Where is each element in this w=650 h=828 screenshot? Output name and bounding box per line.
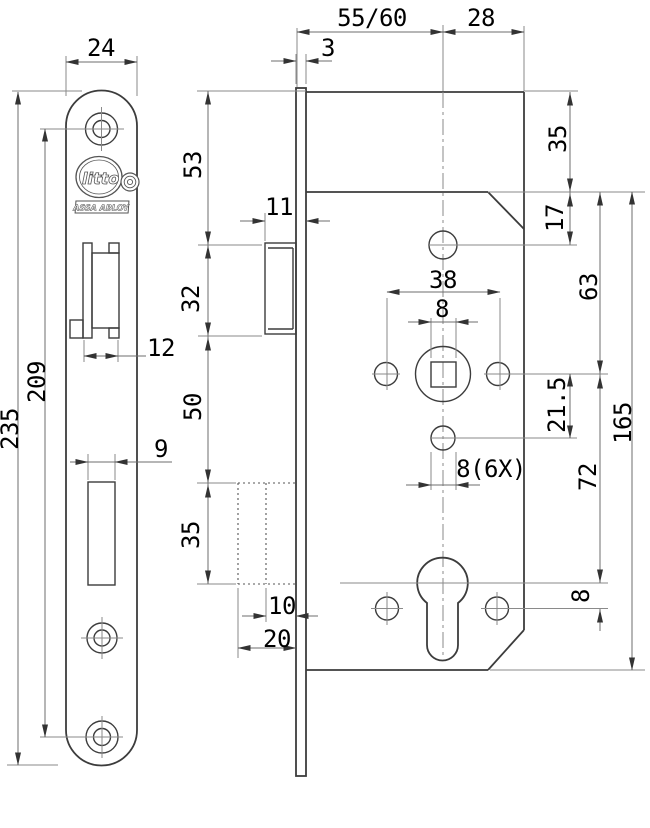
- spindle-square-hole: [430, 361, 457, 388]
- logo-text: litto: [82, 169, 119, 188]
- maker-banner: ASSA ABLOY: [72, 200, 130, 214]
- faceplate-front-view: [65, 89, 138, 767]
- dim-cylinder-hole-offset: 8: [567, 589, 595, 603]
- dim-case-behind: 28: [467, 4, 495, 32]
- dim-bolt-height: 35: [177, 521, 205, 549]
- dim-spindle-square: 8: [435, 295, 449, 323]
- dim-backset: 55/60: [337, 4, 407, 32]
- dim-latch-slot-width: 12: [147, 334, 175, 362]
- dim-top-to-latch: 53: [179, 151, 207, 179]
- dim-plate-height: 235: [0, 408, 24, 450]
- screw-hole-top: [79, 107, 124, 151]
- dim-plate-thickness: 3: [321, 34, 335, 62]
- dim-spindle-to-hole: 21.5: [543, 377, 571, 433]
- spindle-follower: [414, 345, 472, 403]
- deadbolt-thrown-dashed: [237, 482, 296, 585]
- dim-datum-to-spindle: 63: [575, 273, 603, 301]
- dim-latch-height: 32: [177, 285, 205, 313]
- dim-hole-diameter: 8(6X): [456, 455, 526, 483]
- screw-hole-bottom: [81, 716, 123, 758]
- dim-bolt-throw: 20: [263, 625, 291, 653]
- dim-plate-width: 24: [87, 34, 115, 62]
- dim-latch-to-bolt: 50: [179, 393, 207, 421]
- latch-cutout: [69, 242, 120, 339]
- dim-spindle-to-cylinder: 72: [574, 463, 602, 491]
- dim-furniture-holes: 38: [429, 266, 457, 294]
- maker-text: ASSA ABLOY: [72, 204, 130, 213]
- deadbolt-cutout: [87, 481, 116, 586]
- dimension-lines: [15, 29, 635, 766]
- dim-case-top: 35: [544, 125, 572, 153]
- dim-screw-spacing: 209: [23, 361, 51, 403]
- dim-latch-protrusion: 11: [265, 193, 293, 221]
- dim-datum-to-hole: 17: [541, 204, 569, 232]
- dim-case-height: 165: [609, 402, 637, 444]
- latch-bolt-side: [264, 242, 297, 335]
- dim-bolt-slot-width: 9: [154, 435, 168, 463]
- lock-case-side-view: [237, 25, 525, 777]
- screw-hole-mid: [81, 617, 123, 659]
- dim-bolt-mid-throw: 10: [268, 592, 296, 620]
- litto-logo: litto ASSA ABLOY: [72, 155, 140, 214]
- forend-plate: [295, 87, 307, 777]
